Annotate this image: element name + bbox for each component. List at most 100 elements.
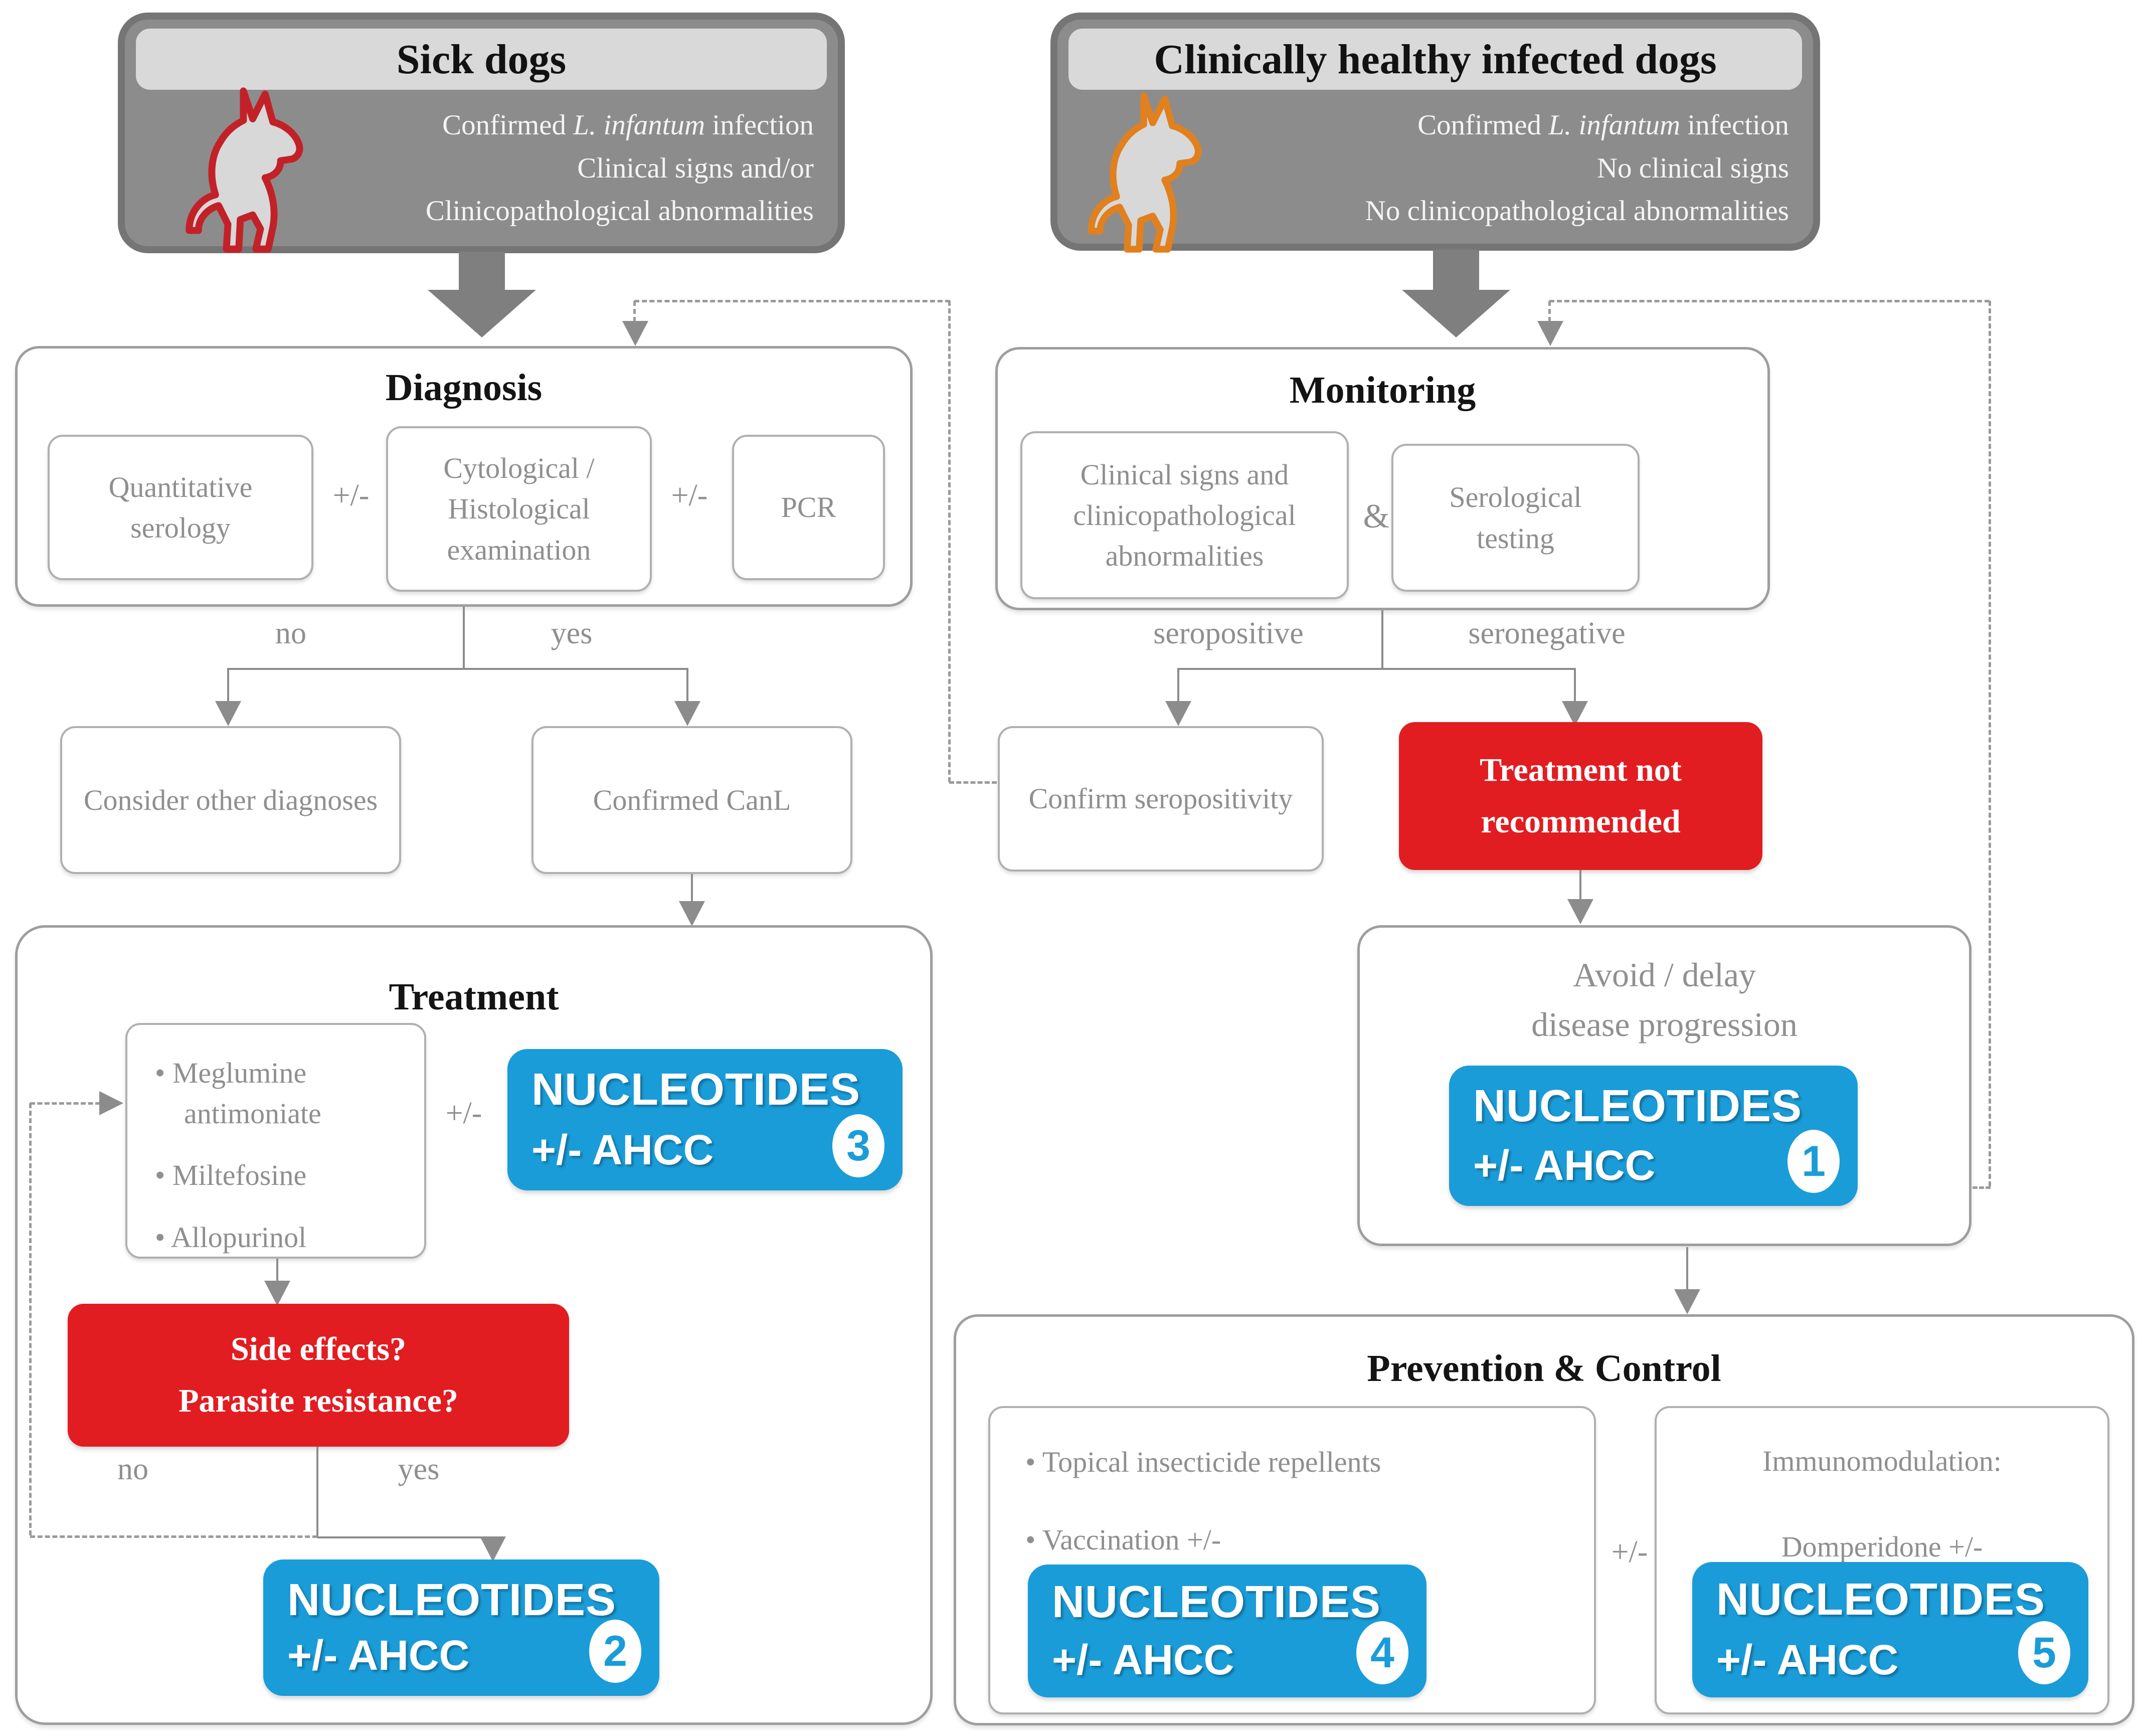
pcr-box: PCR [732, 435, 885, 580]
yes-to-nucleotides2-arrowhead [480, 1536, 506, 1561]
side-effects-line2: Parasite resistance? [178, 1382, 458, 1419]
healthy-dog-icon [1088, 92, 1202, 253]
seropositive-line [1177, 668, 1179, 702]
monitor-loop-dashed-right [1989, 301, 1991, 1186]
avoid-to-prevention-line [1686, 1247, 1688, 1290]
healthy-flow-arrowhead [1402, 290, 1510, 337]
side-effects-box: Side effects? Parasite resistance? [68, 1304, 569, 1447]
diagnosis-branch-line [227, 668, 688, 670]
monitor-loop-dashed-stub [1973, 1186, 1991, 1189]
canl-to-treatment-arrowhead [679, 901, 705, 926]
drug-item: • Allopurinol [155, 1221, 307, 1254]
seronegative-label: seronegative [1468, 616, 1626, 650]
confirmed-canl-box: Confirmed CanL [531, 726, 852, 874]
nucleotides-box-5: NUCLEOTIDES +/- AHCC 5 [1692, 1562, 2088, 1697]
step-badge-5: 5 [2018, 1621, 2070, 1684]
no-branch-arrowhead [215, 701, 241, 726]
not-recommended-line1: Treatment not [1480, 752, 1682, 789]
canl-to-treatment-line [691, 874, 693, 902]
plus-minus-label: +/- [445, 1096, 482, 1130]
sick-dogs-title: Sick dogs [136, 29, 827, 90]
step-badge-2: 2 [589, 1620, 641, 1683]
treatment-title: Treatment [389, 976, 559, 1018]
nucleotides-label: NUCLEOTIDES [1052, 1577, 1381, 1627]
monitor-loop-dashed-top [1549, 300, 1990, 302]
sick-dog-icon [186, 87, 303, 253]
prevention-item: • Topical insecticide repellents [1025, 1446, 1381, 1478]
healthy-line3: No clinicopathological abnormalities [1365, 195, 1789, 227]
and-label: & [1363, 497, 1390, 535]
yes-branch-arrowhead [674, 701, 700, 726]
ahcc-label: +/- AHCC [1052, 1636, 1234, 1683]
sick-flow-arrow [459, 252, 505, 292]
treatment-yes-label: yes [398, 1452, 440, 1486]
no-loop-dashed-top [30, 1102, 100, 1105]
sideeffects-stem-line [316, 1447, 318, 1537]
step-badge-4: 4 [1356, 1621, 1408, 1684]
monitor-loop-dashed-drop [1548, 301, 1551, 322]
sick-line2: Clinical signs and/or [577, 152, 814, 184]
plus-minus-label: +/- [332, 478, 370, 512]
healthy-line1: Confirmed L. infantum infection [1417, 109, 1789, 141]
monitoring-box: Monitoring [995, 347, 1770, 610]
seronegative-arrowhead [1562, 701, 1588, 726]
step-badge-1: 1 [1787, 1130, 1840, 1193]
diagnosis-stem-line [463, 607, 465, 669]
sick-line1: Confirmed L. infantum infection [442, 109, 814, 141]
avoid-line2: disease progression [1531, 1005, 1798, 1044]
healthy-dogs-title: Clinically healthy infected dogs [1068, 29, 1802, 90]
quantitative-serology-box: Quantitative serology [48, 435, 313, 580]
monitoring-title: Monitoring [1289, 369, 1476, 411]
confirm-loop-dashed-right [948, 301, 951, 782]
nucleotides-label: NUCLEOTIDES [531, 1065, 861, 1115]
treatment-not-recommended-box: Treatment not recommended [1399, 722, 1762, 870]
nucleotides-label: NUCLEOTIDES [1473, 1081, 1803, 1131]
plus-minus-label: +/- [671, 478, 708, 512]
sick-line3: Clinicopathological abnormalities [425, 195, 814, 227]
nr-to-avoid-arrowhead [1567, 899, 1593, 924]
confirm-loop-arrowhead [622, 321, 648, 346]
confirm-loop-dashed-top [634, 300, 950, 302]
immunomodulation-text: Immunomodulation: Domperidone +/- [1672, 1441, 2092, 1567]
yes-branch-line [686, 668, 688, 702]
step-badge-3: 3 [832, 1114, 884, 1177]
plus-minus-label: +/- [1611, 1535, 1648, 1569]
prevention-title: Prevention & Control [1367, 1347, 1721, 1390]
confirm-loop-dashed-stub [949, 781, 997, 784]
treatment-no-label: no [117, 1452, 148, 1486]
nr-to-avoid-line [1579, 870, 1581, 900]
seropositive-arrowhead [1165, 701, 1191, 726]
no-loop-arrowhead [99, 1091, 123, 1115]
ahcc-label: +/- AHCC [287, 1632, 470, 1679]
healthy-dogs-header: Clinically healthy infected dogs Confirm… [1050, 13, 1820, 253]
monitoring-stem-line [1381, 610, 1383, 669]
seronegative-line [1574, 668, 1576, 702]
drug-item: • Miltefosine [155, 1159, 307, 1192]
avoid-to-prevention-arrowhead [1674, 1289, 1700, 1314]
monitoring-branch-line [1177, 668, 1576, 670]
avoid-delay-text: Avoid / delay disease progression [1360, 950, 1969, 1049]
no-branch-line [227, 668, 229, 702]
latin-name: L. infantum [1548, 109, 1681, 141]
avoid-line1: Avoid / delay [1572, 956, 1756, 994]
nucleotides-label: NUCLEOTIDES [287, 1575, 617, 1625]
healthy-dogs-description: Confirmed L. infantum infection No clini… [1365, 104, 1789, 233]
nucleotides-box-1: NUCLEOTIDES +/- AHCC 1 [1449, 1066, 1858, 1206]
prevention-item: • Vaccination +/- [1025, 1523, 1221, 1556]
prevention-list: • Topical insecticide repellents • Vacci… [1025, 1443, 1381, 1580]
healthy-line2: No clinical signs [1596, 152, 1789, 184]
not-recommended-line2: recommended [1481, 803, 1681, 840]
latin-name: L. infantum [573, 109, 705, 141]
no-loop-dashed-bottom [30, 1535, 317, 1538]
diagnosis-yes-label: yes [551, 616, 593, 650]
drug-list-box: • Meglumine antimoniate • Miltefosine • … [125, 1023, 426, 1259]
nucleotides-label: NUCLEOTIDES [1716, 1575, 2046, 1625]
nucleotides-box-3: NUCLEOTIDES +/- AHCC 3 [507, 1049, 903, 1190]
yes-branch-line2 [317, 1536, 493, 1538]
ahcc-label: +/- AHCC [1473, 1142, 1656, 1189]
cyto-histo-box: Cytological / Histological examination [386, 426, 652, 592]
diagnosis-no-label: no [275, 616, 306, 650]
no-loop-dashed-left [29, 1103, 32, 1535]
seropositive-label: seropositive [1153, 616, 1304, 650]
